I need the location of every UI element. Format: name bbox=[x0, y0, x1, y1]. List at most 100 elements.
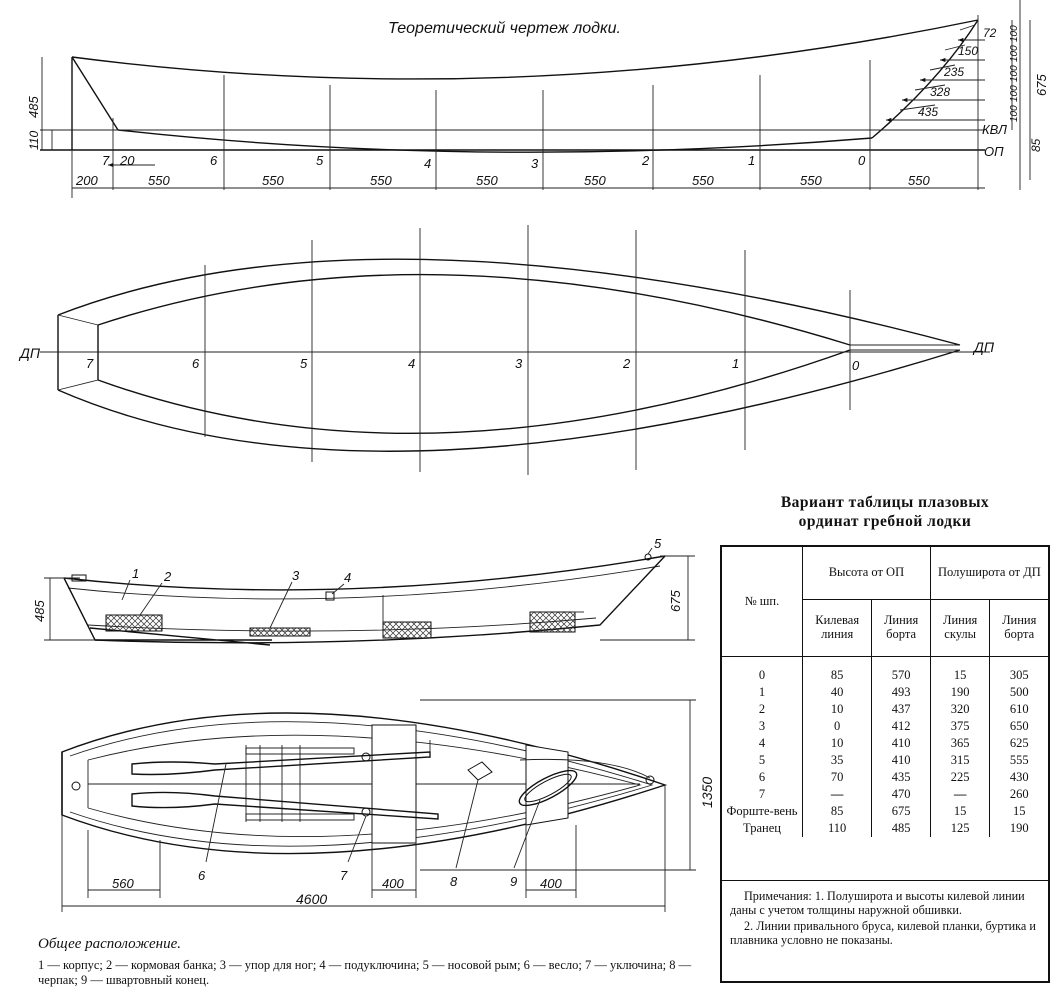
row-value: 500 bbox=[989, 684, 1048, 701]
right-100: 100 bbox=[1009, 45, 1020, 62]
table-title-line2: ординат гребной лодки bbox=[798, 512, 972, 530]
row-value: 610 bbox=[989, 701, 1048, 718]
right-100: 100 bbox=[1009, 85, 1020, 102]
spacing-label: 550 bbox=[800, 173, 822, 188]
row-value: 430 bbox=[989, 769, 1048, 786]
table-notes: Примечания: 1. Полуширота и высоты килев… bbox=[722, 880, 1048, 949]
callout-8: 8 bbox=[450, 874, 458, 889]
row-value: 485 bbox=[871, 820, 931, 837]
row-value: — bbox=[929, 786, 991, 803]
station-label: 2 bbox=[622, 356, 631, 371]
callout-1: 1 bbox=[132, 566, 139, 581]
top-400a: 400 bbox=[382, 876, 404, 891]
dp-left: ДП bbox=[18, 345, 41, 361]
row-value: 435 bbox=[871, 769, 931, 786]
row-value: 225 bbox=[929, 769, 991, 786]
row-value: 85 bbox=[801, 656, 873, 684]
bow-offset: 150 bbox=[958, 44, 978, 58]
bow-offset: 435 bbox=[918, 105, 938, 119]
row-value: 260 bbox=[989, 786, 1048, 803]
row-station: Форште-вень bbox=[722, 803, 803, 820]
row-value: 493 bbox=[871, 684, 931, 701]
row-value: 315 bbox=[929, 752, 991, 769]
head-height: Высота от ОП bbox=[802, 547, 931, 600]
callout-5: 5 bbox=[654, 536, 662, 551]
top-1350: 1350 bbox=[699, 777, 715, 808]
row-value: 412 bbox=[871, 718, 931, 735]
station-label: 5 bbox=[316, 153, 324, 168]
side-675: 675 bbox=[668, 590, 683, 612]
sub-board-h: Линия борта bbox=[871, 599, 931, 657]
row-value: 410 bbox=[871, 735, 931, 752]
row-value: 0 bbox=[801, 718, 873, 735]
top-4600: 4600 bbox=[296, 891, 327, 907]
arrangement-side-view bbox=[44, 547, 695, 646]
station-label: 6 bbox=[192, 356, 200, 371]
row-value: 320 bbox=[929, 701, 991, 718]
callout-2: 2 bbox=[163, 569, 172, 584]
station-label: 5 bbox=[300, 356, 308, 371]
top-400b: 400 bbox=[540, 876, 562, 891]
dim-85: 85 bbox=[1029, 138, 1043, 152]
note-2: 2. Линии привального бруса, килевой план… bbox=[730, 919, 1036, 948]
bow-offset: 328 bbox=[930, 85, 950, 99]
row-value: 10 bbox=[801, 701, 873, 718]
dim-110: 110 bbox=[27, 131, 41, 150]
right-100: 100 bbox=[1009, 25, 1020, 42]
profile-view bbox=[40, 0, 1031, 198]
dim-20: 20 bbox=[119, 153, 135, 168]
row-value: 190 bbox=[989, 820, 1048, 837]
row-value: 650 bbox=[989, 718, 1048, 735]
row-station: 7 bbox=[722, 786, 803, 803]
bow-offset: 72 bbox=[983, 26, 997, 40]
station-label: 1 bbox=[732, 356, 739, 371]
arrangement-top-view bbox=[61, 699, 696, 912]
profile-labels: 7 20 6 5 4 3 2 1 0 200 550 550 550 550 5… bbox=[26, 25, 1049, 188]
op-label: ОП bbox=[984, 144, 1004, 159]
top-560: 560 bbox=[112, 876, 134, 891]
plan-view bbox=[40, 225, 990, 475]
row-value: 570 bbox=[871, 656, 931, 684]
row-value: 555 bbox=[989, 752, 1048, 769]
row-value: 437 bbox=[871, 701, 931, 718]
dp-right: ДП bbox=[972, 339, 995, 355]
station-label: 7 bbox=[102, 153, 110, 168]
dim-485: 485 bbox=[26, 96, 41, 118]
dim-200: 200 bbox=[75, 173, 98, 188]
station-label: 4 bbox=[424, 156, 431, 171]
spacing-label: 550 bbox=[148, 173, 170, 188]
arrangement-top-labels: 1350 560 400 400 4600 6 7 8 9 bbox=[112, 777, 715, 907]
row-value: 375 bbox=[929, 718, 991, 735]
row-value: 190 bbox=[929, 684, 991, 701]
callout-6: 6 bbox=[198, 868, 206, 883]
row-value: 15 bbox=[929, 803, 991, 820]
row-value: 85 bbox=[801, 803, 873, 820]
head-station: № шп. bbox=[722, 547, 803, 657]
callout-3: 3 bbox=[292, 568, 300, 583]
table-title-line1: Вариант таблицы плазовых bbox=[780, 494, 990, 511]
station-label: 2 bbox=[641, 153, 650, 168]
spacing-label: 550 bbox=[262, 173, 284, 188]
table-row: 7—470—260 bbox=[722, 786, 1048, 803]
station-label: 3 bbox=[515, 356, 523, 371]
row-value: 15 bbox=[929, 656, 991, 684]
sub-keel: Килевая линия bbox=[802, 599, 873, 657]
row-value: 15 bbox=[989, 803, 1048, 820]
row-station: 2 bbox=[722, 701, 803, 718]
right-100: 100 bbox=[1009, 65, 1020, 82]
row-value: 40 bbox=[801, 684, 873, 701]
station-label: 7 bbox=[86, 356, 94, 371]
row-value: 125 bbox=[929, 820, 991, 837]
spacing-label: 550 bbox=[476, 173, 498, 188]
callout-9: 9 bbox=[510, 874, 517, 889]
drawing-title: Теоретический чертеж лодки. bbox=[388, 20, 621, 37]
head-half: Полуширота от ДП bbox=[929, 547, 1048, 600]
